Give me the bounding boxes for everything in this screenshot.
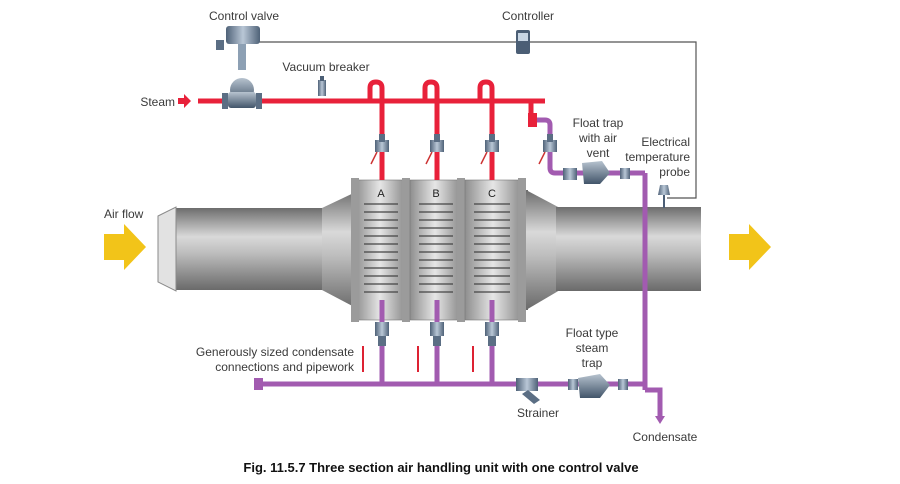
float-type-steam-trap-label-3: trap xyxy=(582,356,603,370)
temperature-probe-icon xyxy=(658,185,670,208)
coil-section-b: B xyxy=(409,178,465,322)
section-label-a: A xyxy=(377,188,385,200)
steam-inlet-arrow xyxy=(178,94,191,108)
steam-label: Steam xyxy=(140,95,175,109)
control-signal-line xyxy=(258,41,697,199)
section-label-b: B xyxy=(432,188,439,200)
strainer-icon xyxy=(516,378,540,404)
control-valve-icon xyxy=(216,26,262,109)
vacuum-breaker-label: Vacuum breaker xyxy=(282,60,369,74)
float-type-steam-trap-label-1: Float type xyxy=(566,326,619,340)
outlet-valve-a xyxy=(362,322,389,372)
air-flow-label: Air flow xyxy=(104,207,144,221)
inlet-valve-a xyxy=(370,134,389,165)
vacuum-breaker-icon xyxy=(318,76,326,96)
section-label-c: C xyxy=(488,188,496,200)
condensate-connections-label-1: Generously sized condensate xyxy=(196,345,354,359)
float-trap-air-vent-label-2: with air xyxy=(578,131,617,145)
probe-label-2: temperature xyxy=(625,150,690,164)
condensate-connections-label-2: connections and pipework xyxy=(215,360,355,374)
air-outlet-arrow xyxy=(729,224,771,270)
strainer-label: Strainer xyxy=(517,406,559,420)
float-trap-air-vent-label-1: Float trap xyxy=(573,116,624,130)
air-inlet-arrow xyxy=(104,224,146,270)
controller-label: Controller xyxy=(502,9,554,23)
probe-label-3: probe xyxy=(659,165,690,179)
float-type-steam-trap-label-2: steam xyxy=(576,341,609,355)
float-trap-air-vent-icon xyxy=(563,161,630,184)
coil-section-c: C xyxy=(464,178,526,322)
coil-section-a: A xyxy=(351,178,410,322)
float-trap-air-vent-label-3: vent xyxy=(587,146,610,160)
inlet-valve-c xyxy=(480,134,499,165)
drain-valve xyxy=(538,134,557,165)
outlet-valve-b xyxy=(417,322,444,372)
controller-icon xyxy=(516,30,530,54)
outlet-valve-c xyxy=(472,322,499,372)
condensate-label: Condensate xyxy=(633,430,698,444)
figure-caption: Fig. 11.5.7 Three section air handling u… xyxy=(243,460,638,475)
inlet-valve-b xyxy=(425,134,444,165)
condensate-outlet-arrow xyxy=(655,416,665,424)
float-type-steam-trap-icon xyxy=(568,374,628,398)
probe-label-1: Electrical xyxy=(641,135,690,149)
control-valve-label: Control valve xyxy=(209,9,279,23)
